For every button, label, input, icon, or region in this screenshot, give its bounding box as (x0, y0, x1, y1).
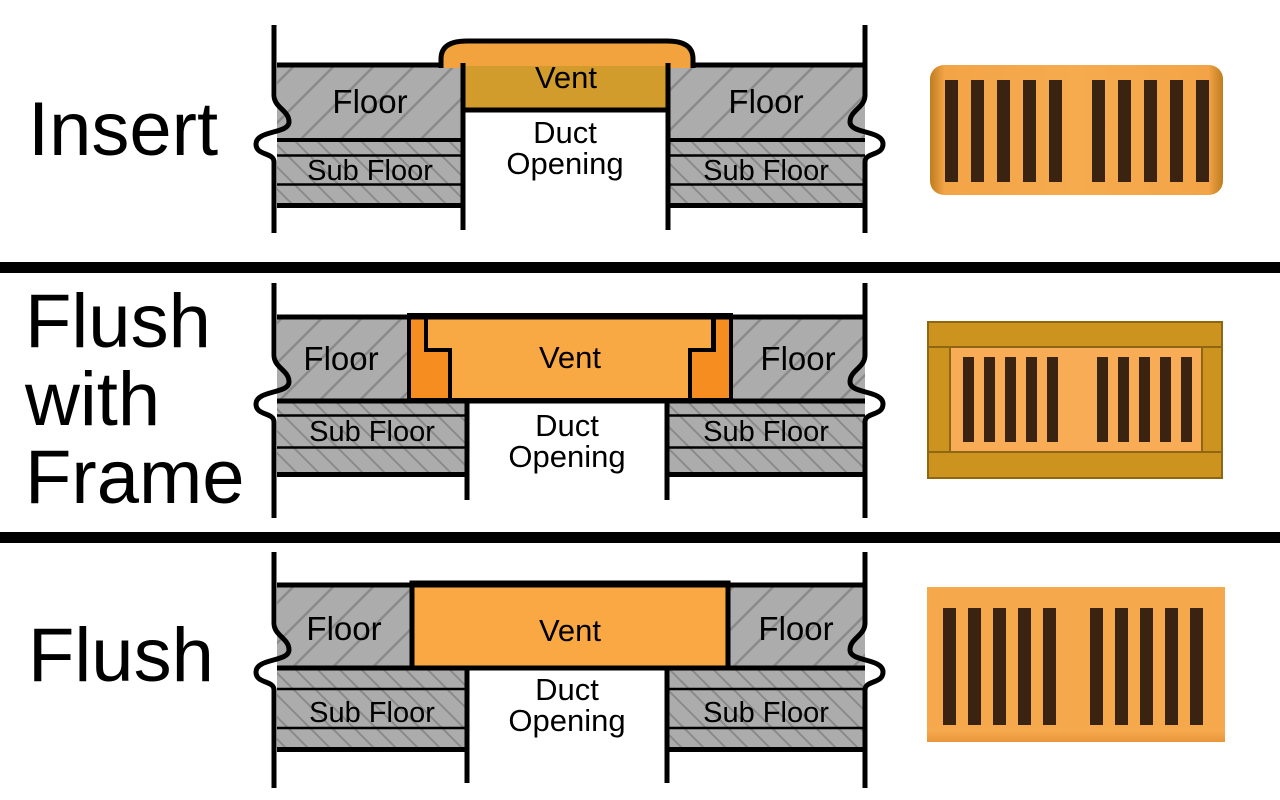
insert-vent-cap (438, 38, 696, 68)
row-divider-bottom (0, 532, 1280, 543)
wall-break-line-right (847, 552, 886, 788)
floor-label-left: Floor (332, 83, 407, 120)
duct-opening-label-line2: Opening (508, 439, 625, 474)
floor-slab-left (277, 583, 412, 668)
subfloor-label-left: Sub Floor (307, 155, 433, 187)
row-insert: Insert Floor Floor Sub Floor Sub Floor V… (28, 25, 1223, 233)
subfloor-label-right: Sub Floor (703, 155, 829, 187)
floor-label-left: Floor (303, 340, 378, 377)
wall-break-line-left (253, 25, 292, 233)
vent-label: Vent (539, 340, 601, 375)
wall-break-line-left (253, 283, 292, 518)
subfloor-right (668, 142, 865, 208)
subfloor-left (277, 142, 463, 208)
floor-slab-right (668, 65, 865, 140)
vent-top-view-framed (927, 321, 1223, 479)
wall-break-line-left (253, 552, 292, 788)
duct-opening-label-line2: Opening (506, 146, 623, 181)
row-flush-with-frame: Flush with Frame Floor Floor Sub Floor S… (24, 279, 1223, 520)
duct-opening-label-line1: Duct (535, 408, 599, 443)
subfloor-right (667, 402, 865, 477)
subfloor-right (667, 670, 865, 752)
row-flush: Flush Floor Floor Sub Floor Sub Floor Ve… (28, 552, 1225, 788)
row-divider-top (0, 262, 1280, 273)
row-title-line3: Frame (25, 435, 245, 520)
floor-label-right: Floor (760, 340, 835, 377)
row-title: Insert (28, 87, 218, 172)
subfloor-label-left: Sub Floor (309, 416, 435, 448)
row-title-line2: with (24, 357, 160, 442)
subfloor-left (277, 402, 467, 477)
subfloor-label-left: Sub Floor (309, 697, 435, 729)
floor-label-left: Floor (306, 610, 381, 647)
row-title-line1: Flush (25, 279, 211, 364)
grille-slats (943, 608, 1203, 725)
floor-slab-right (728, 583, 865, 668)
grille-slats (963, 357, 1192, 442)
duct-opening-label-line2: Opening (508, 703, 625, 738)
grille-slats (945, 80, 1209, 182)
vent-label: Vent (535, 60, 597, 95)
duct-opening-label-line1: Duct (533, 115, 597, 150)
floor-label-right: Floor (758, 610, 833, 647)
insert-vent-body (463, 66, 668, 110)
subfloor-label-right: Sub Floor (703, 416, 829, 448)
floor-slab-left (277, 65, 463, 140)
row-title: Flush (28, 613, 214, 698)
vent-label: Vent (539, 613, 601, 648)
flush-vent (409, 580, 731, 671)
wall-break-line-right (847, 25, 886, 233)
subfloor-label-right: Sub Floor (703, 697, 829, 729)
vent-top-view-flush (927, 587, 1225, 742)
wall-break-line-right (847, 283, 886, 518)
vent-top-view-insert (930, 65, 1223, 195)
duct-opening-label-line1: Duct (535, 672, 599, 707)
floor-slab-right (731, 315, 865, 400)
subfloor-left (277, 670, 467, 752)
floor-slab-left (277, 315, 408, 400)
floor-label-right: Floor (728, 83, 803, 120)
